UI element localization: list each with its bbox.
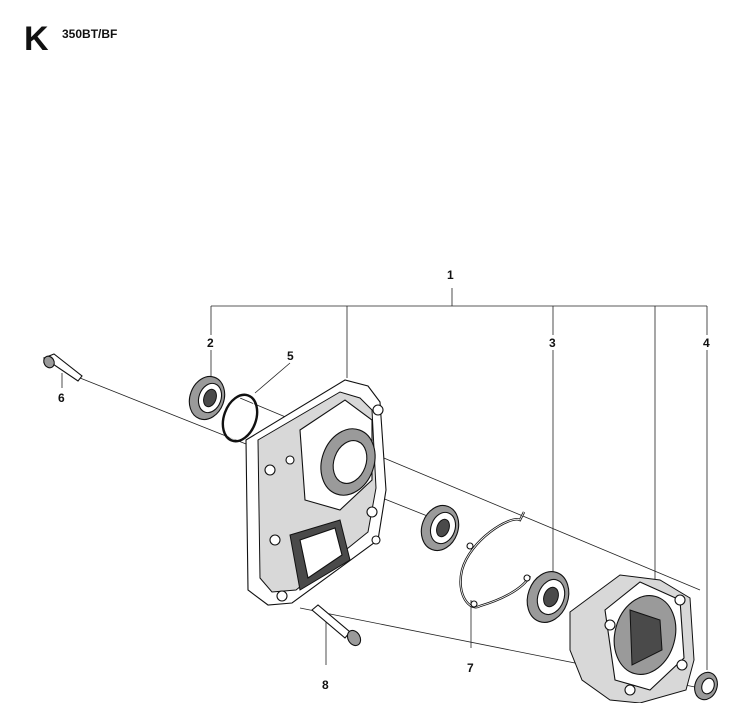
- callout-1: 1: [447, 268, 454, 282]
- screw-part-8: [311, 604, 362, 647]
- seal-part-4: [694, 671, 718, 701]
- bearing-part-2: [188, 375, 226, 421]
- callout-2: 2: [207, 336, 214, 350]
- callout-5: 5: [287, 349, 294, 363]
- screw-part-6: [42, 353, 83, 382]
- callout-8: 8: [322, 678, 329, 692]
- crankcase-half-right: [569, 574, 695, 703]
- section-letter: K: [24, 20, 49, 58]
- bearing-middle: [420, 504, 460, 552]
- callout-4: 4: [703, 336, 710, 350]
- crankcase-half-part-1: [245, 379, 387, 606]
- retaining-ring-part-5: [221, 393, 259, 443]
- model-label: 350BT/BF: [62, 27, 118, 41]
- callout-3: 3: [549, 336, 556, 350]
- gasket-part-7: [459, 511, 532, 609]
- callout-7: 7: [467, 661, 474, 675]
- bearing-part-3: [526, 571, 570, 623]
- callout-6: 6: [58, 391, 65, 405]
